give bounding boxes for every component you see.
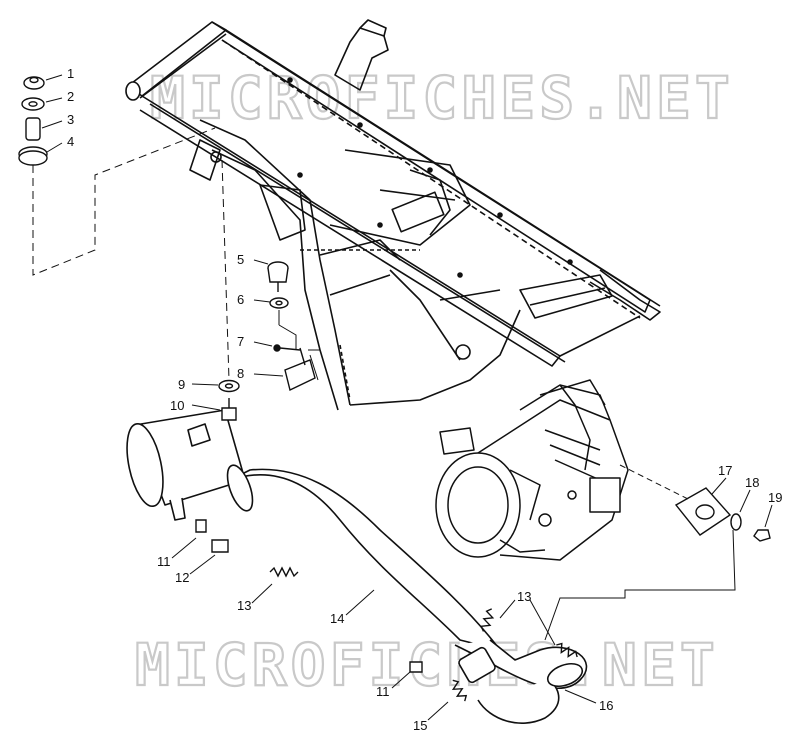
exhaust-system — [126, 409, 588, 724]
callout-18: 18 — [745, 475, 759, 490]
svg-text:MICROFICHES.NET: MICROFICHES.NET — [150, 64, 734, 132]
watermark-top: MICROFICHES.NET — [149, 63, 734, 133]
callout-13b: 13 — [517, 589, 531, 604]
svg-text:MICROFICHES.NET: MICROFICHES.NET — [135, 631, 719, 699]
callout-1: 1 — [67, 66, 74, 81]
callout-11: 11 — [157, 554, 171, 569]
callout-16: 16 — [599, 698, 613, 713]
callout-13: 13 — [237, 598, 251, 613]
callout-6: 6 — [237, 292, 244, 307]
callout-5: 5 — [237, 252, 244, 267]
callout-8: 8 — [237, 366, 244, 381]
callout-9: 9 — [178, 377, 185, 392]
callout-11b: 11 — [376, 684, 390, 699]
callout-7: 7 — [237, 334, 244, 349]
engine — [435, 379, 629, 561]
small-parts — [18, 76, 771, 702]
callout-10: 10 — [170, 398, 184, 413]
leader-lines — [32, 74, 773, 721]
callout-19: 19 — [768, 490, 782, 505]
callout-15: 15 — [413, 718, 427, 733]
callout-12: 12 — [175, 570, 189, 585]
callout-3: 3 — [67, 112, 74, 127]
callout-4: 4 — [67, 134, 74, 149]
callout-2: 2 — [67, 89, 74, 104]
vehicle-frame — [125, 19, 661, 411]
callout-numbers: 1 2 3 4 5 6 7 8 9 10 11 12 13 14 11 13 1… — [67, 66, 782, 733]
callout-14: 14 — [330, 611, 344, 626]
callout-17: 17 — [718, 463, 732, 478]
watermark-bottom: MICROFICHES.NET — [134, 630, 719, 700]
